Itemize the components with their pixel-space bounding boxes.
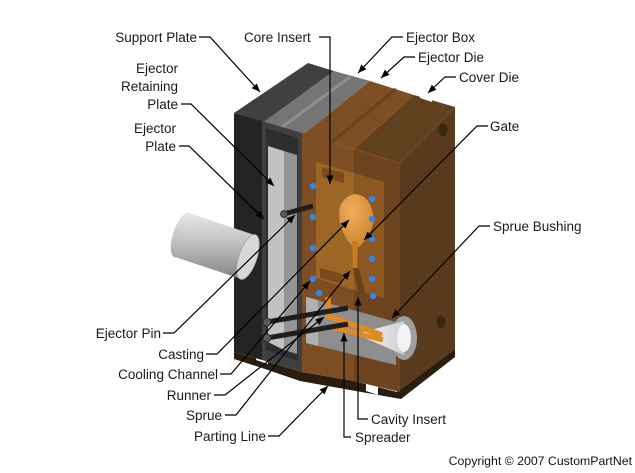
ejector-pin-head bbox=[280, 210, 288, 218]
cooling-dot bbox=[315, 289, 323, 297]
label-ejector-plate-line2: Plate bbox=[145, 139, 176, 154]
label-casting: Casting bbox=[158, 347, 204, 362]
labels: Support Plate Core Insert Ejector Box Ej… bbox=[96, 30, 633, 468]
ejector-pins bbox=[262, 203, 349, 343]
cylinder-cut-cap bbox=[236, 234, 260, 280]
label-parting-line: Parting Line bbox=[194, 429, 266, 444]
label-runner: Runner bbox=[167, 388, 212, 403]
cover-die-hole-top bbox=[438, 123, 448, 137]
sprue-bushing-left-strip bbox=[306, 297, 318, 346]
leader-spreader bbox=[340, 333, 351, 438]
cylinder-body bbox=[174, 213, 256, 279]
label-cooling-channel: Cooling Channel bbox=[118, 367, 218, 382]
leader-ejector-plate bbox=[179, 145, 265, 220]
ejector-pin-bottom bbox=[266, 321, 349, 341]
leader-cooling-channel bbox=[220, 280, 311, 375]
cooling-dot bbox=[309, 244, 317, 252]
ejector-pin-head bbox=[262, 333, 272, 343]
cooling-dot bbox=[368, 195, 376, 203]
leader-sprue-bushing bbox=[391, 225, 490, 319]
mold-top-faces bbox=[234, 63, 455, 163]
top-groove-gray bbox=[281, 75, 351, 129]
label-ejector-retaining-plate-line3: Plate bbox=[147, 97, 178, 112]
leader-sprue bbox=[225, 270, 351, 416]
label-ejector-retaining-plate-line1: Ejector bbox=[136, 61, 179, 76]
leader-lines bbox=[163, 36, 490, 438]
label-ejector-pin: Ejector Pin bbox=[96, 326, 161, 341]
cooling-dot bbox=[309, 182, 317, 190]
sprue-bushing-assembly bbox=[306, 297, 417, 365]
gate-stem bbox=[352, 241, 358, 268]
cover-die-top bbox=[354, 95, 455, 163]
sprue-channel-faint bbox=[353, 268, 366, 297]
label-sprue: Sprue bbox=[186, 408, 222, 423]
label-ejector-box: Ejector Box bbox=[406, 30, 475, 45]
cover-die-hole-bottom bbox=[436, 315, 446, 329]
cooling-dot bbox=[368, 215, 376, 223]
leader-cavity-insert bbox=[354, 297, 368, 420]
cooling-channel-dots bbox=[309, 182, 377, 300]
leader-ejector-retaining-plate bbox=[181, 103, 275, 187]
ejector-pin-head bbox=[262, 317, 272, 327]
cooling-dot bbox=[369, 292, 377, 300]
cooling-dot bbox=[309, 275, 317, 283]
label-ejector-retaining-plate-line2: Retaining bbox=[121, 79, 178, 94]
label-sprue-bushing: Sprue Bushing bbox=[493, 219, 582, 234]
cover-die-top-notch bbox=[420, 90, 432, 102]
leader-core-insert bbox=[319, 36, 334, 184]
leader-ejector-pin bbox=[163, 214, 296, 334]
label-support-plate: Support Plate bbox=[115, 30, 197, 45]
leader-gate bbox=[363, 125, 488, 241]
top-groove-brown bbox=[331, 87, 397, 144]
leader-ejector-die bbox=[380, 56, 415, 79]
core-insert-step-bottom bbox=[320, 268, 342, 284]
core-insert-panel bbox=[316, 162, 354, 290]
cooling-dot bbox=[368, 275, 376, 283]
ejector-pin-mid bbox=[266, 305, 349, 325]
label-ejector-die: Ejector Die bbox=[418, 50, 484, 65]
mold-illustration bbox=[170, 63, 455, 399]
leader-runner bbox=[214, 316, 325, 396]
leader-ejector-box bbox=[357, 36, 403, 74]
core-insert-step-top bbox=[322, 167, 344, 183]
label-cover-die: Cover Die bbox=[459, 70, 519, 85]
ejector-pin-top bbox=[283, 203, 314, 217]
cooling-dot bbox=[309, 213, 317, 221]
leader-cover-die bbox=[427, 76, 456, 94]
ejector-rod-cylinder bbox=[170, 212, 260, 280]
cooling-dot bbox=[368, 235, 376, 243]
label-core-insert: Core Insert bbox=[244, 30, 311, 45]
copyright-text: Copyright © 2007 CustomPartNet bbox=[449, 454, 633, 468]
label-gate: Gate bbox=[490, 119, 519, 134]
runner-channel bbox=[325, 297, 383, 338]
leader-support-plate bbox=[199, 36, 261, 93]
sprue-bushing-opening bbox=[397, 324, 411, 352]
leader-casting bbox=[206, 219, 350, 355]
ejector-box-top bbox=[234, 63, 334, 122]
ejector-retaining-plate-shape bbox=[284, 151, 297, 354]
cooling-dot bbox=[368, 255, 376, 263]
label-spreader: Spreader bbox=[355, 430, 411, 445]
leader-parting-line bbox=[268, 385, 329, 437]
label-ejector-plate-line1: Ejector bbox=[134, 121, 177, 136]
label-cavity-insert: Cavity Insert bbox=[371, 412, 446, 427]
